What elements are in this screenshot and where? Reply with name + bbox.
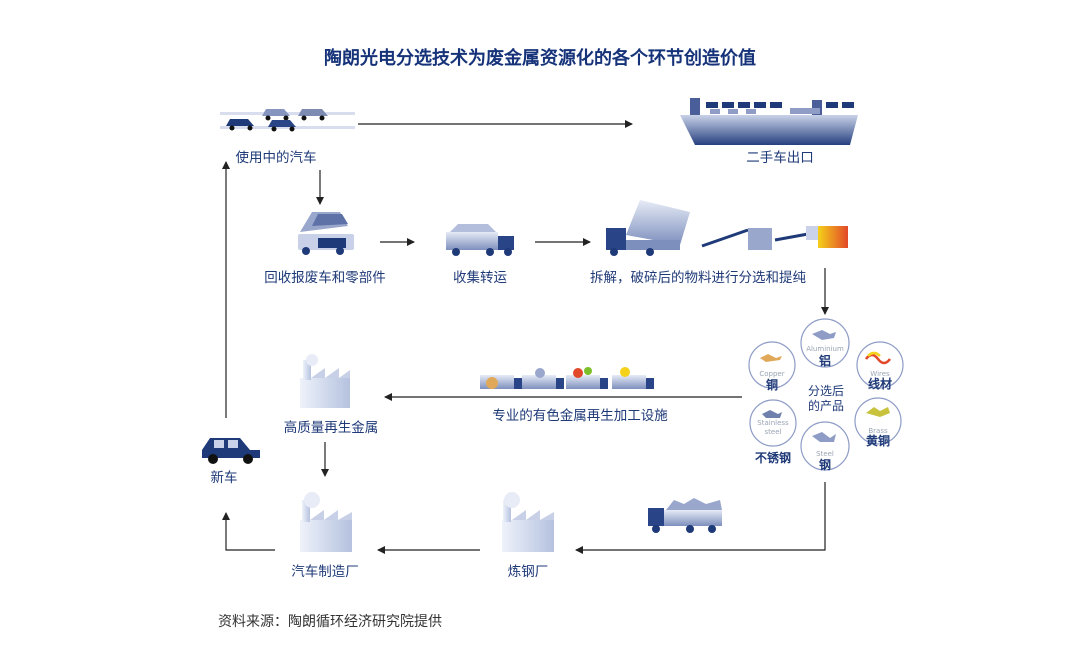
label-export: 二手车出口: [746, 150, 814, 166]
label-steel-mill: 炼钢厂: [507, 564, 549, 580]
label-high-quality-metal: 高质量再生金属: [283, 420, 379, 436]
high-quality-factory-icon: [300, 354, 350, 408]
material-en-steel: Steel: [816, 450, 834, 458]
label-collect: 收集转运: [453, 270, 507, 286]
material-en-stainless-1: Stainless: [757, 419, 789, 427]
steel-mill-icon: [502, 492, 554, 552]
material-en-stainless-2: steel: [765, 428, 782, 436]
material-circle-copper: Copper 铜: [748, 341, 796, 392]
label-car-factory: 汽车制造厂: [291, 564, 359, 580]
label-new-car: 新车: [210, 470, 238, 486]
sorted-products-cluster: Aluminium 铝 Wires 线材 Brass 黄铜 Steel 钢 St…: [748, 318, 904, 472]
cars-in-use-icon: [220, 109, 355, 132]
material-en-copper: Copper: [759, 370, 784, 378]
material-en-brass: Brass: [868, 427, 888, 435]
ship-icon: [680, 98, 858, 145]
material-zh-wires: 线材: [868, 376, 892, 391]
material-en-wires: Wires: [870, 370, 890, 378]
arrow-factory-to-newcar: [222, 512, 275, 551]
label-dismantle: 拆解，破碎后的物料进行分选和提纯: [590, 270, 806, 286]
material-circle-wires: Wires 线材: [856, 341, 904, 391]
material-en-aluminium: Aluminium: [806, 345, 844, 353]
material-circle-steel: Steel 钢: [800, 421, 850, 472]
recycle-truck-icon: [298, 212, 354, 255]
sorted-products-label-2: 的产品: [808, 398, 844, 413]
material-zh-copper: 铜: [766, 377, 778, 392]
material-zh-brass: 黄铜: [866, 433, 890, 448]
label-cars-in-use: 使用中的汽车: [235, 150, 317, 166]
material-zh-aluminium: 铝: [819, 353, 831, 368]
flow-arrows: [222, 120, 829, 554]
label-recycle: 回收报废车和零部件: [264, 270, 386, 286]
shredder-line-icon: [606, 200, 848, 256]
source-note: 资料来源：陶朗循环经济研究院提供: [218, 614, 442, 630]
facility-trucks-icon: [480, 367, 654, 389]
material-circle-brass: Brass 黄铜: [854, 397, 902, 448]
new-car-icon: [202, 438, 260, 464]
arrow-sorted-to-steelmill: [575, 482, 826, 554]
car-factory-icon: [300, 492, 352, 552]
material-zh-steel: 钢: [819, 457, 831, 472]
scrap-truck-icon: [648, 498, 722, 533]
material-circle-stainless: Stainless steel 不锈钢: [749, 399, 797, 465]
sorted-products-label-1: 分选后: [808, 384, 844, 398]
page-title: 陶朗光电分选技术为废金属资源化的各个环节创造价值: [324, 48, 756, 69]
label-recycling-facility: 专业的有色金属再生加工设施: [492, 408, 668, 424]
collect-truck-icon: [446, 224, 514, 256]
material-zh-stainless: 不锈钢: [755, 450, 791, 465]
material-circle-aluminium: Aluminium 铝: [800, 318, 850, 368]
